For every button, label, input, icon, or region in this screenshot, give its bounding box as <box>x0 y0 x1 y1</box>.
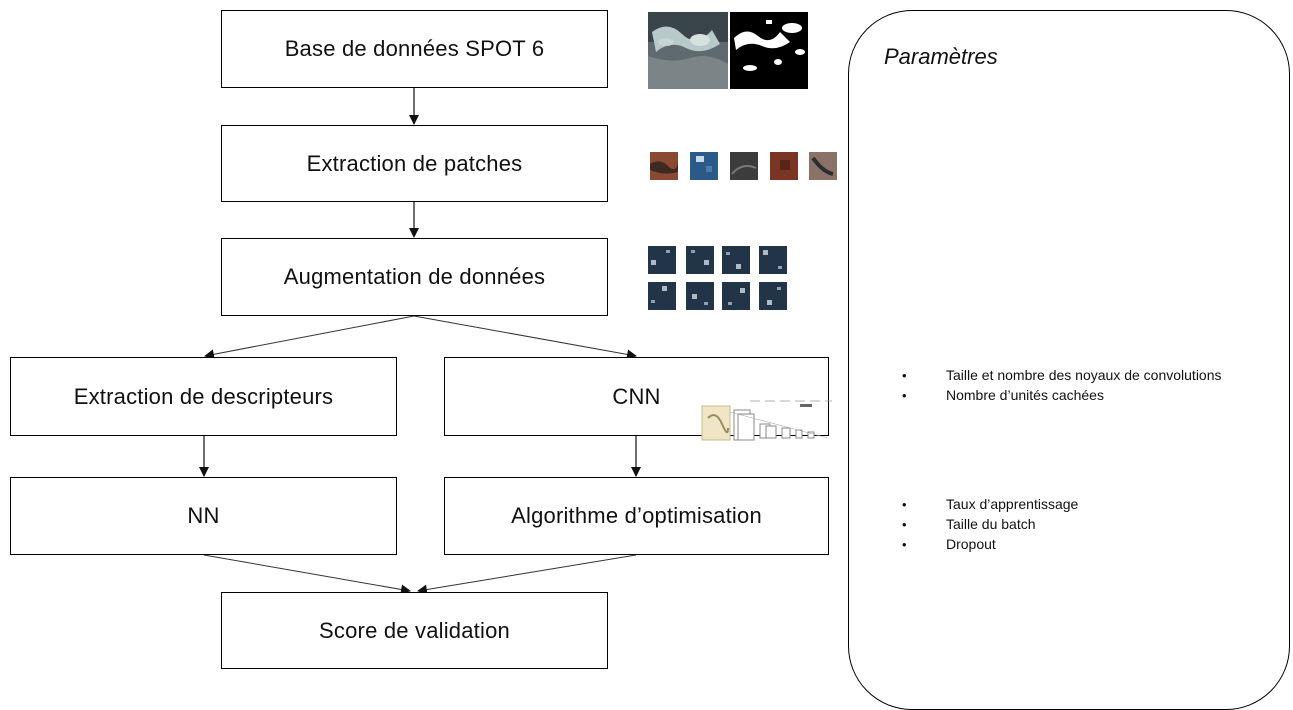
cnn-architecture-image <box>701 400 832 441</box>
box-nn: NN <box>10 477 397 555</box>
box-label: Augmentation de données <box>283 264 546 289</box>
parametre-item: • Taille du batch <box>902 514 1078 534</box>
augmented-patch-thumbnail <box>759 246 787 274</box>
box-extraction-descripteurs: Extraction de descripteurs <box>10 357 397 436</box>
parametres-list-architecture: • Taille et nombre des noyaux de convolut… <box>902 365 1222 405</box>
parametres-list-training: • Taux d’apprentissage • Taille du batch • Dr… <box>902 494 1078 554</box>
parametre-label: Taille du batch <box>946 516 1036 532</box>
box-algorithme-optimisation: Algorithme d’optimisation <box>444 477 829 555</box>
arrow-nn-to-score <box>203 554 411 595</box>
spot6-cloud-mask <box>730 12 808 89</box>
patch-thumbnail <box>690 152 718 180</box>
parametre-item: • Taille et nombre des noyaux de convolut… <box>902 365 1222 385</box>
box-label: Base de données SPOT 6 <box>284 36 545 61</box>
arrow-augmentation-to-cnn <box>413 315 637 360</box>
box-label: Score de validation <box>319 617 510 643</box>
arrow-augmentation-to-descripteurs <box>204 315 415 360</box>
box-base-de-donnees-spot6: Base de données SPOT 6 <box>221 10 608 88</box>
parametre-label: Dropout <box>946 536 996 552</box>
bullet-icon: • <box>902 496 907 512</box>
box-label: CNN <box>612 383 661 409</box>
bullet-icon: • <box>902 367 907 383</box>
box-label: Algorithme d’optimisation <box>511 503 762 528</box>
patch-thumbnail <box>650 152 678 180</box>
augmented-patch-thumbnail <box>686 282 714 310</box>
patch-thumbnail <box>730 152 758 180</box>
augmented-patch-thumbnail <box>648 282 676 310</box>
box-label: Extraction de descripteurs <box>73 383 334 409</box>
parametre-item: • Taux d’apprentissage <box>902 494 1078 514</box>
bullet-icon: • <box>902 387 907 403</box>
arrow-optimisation-to-score <box>417 554 637 595</box>
box-score-validation: Score de validation <box>221 592 608 669</box>
bullet-icon: • <box>902 516 907 532</box>
spot6-satellite-image <box>648 12 728 89</box>
augmented-patch-thumbnail <box>759 282 787 310</box>
parametre-label: Taux d’apprentissage <box>946 496 1079 512</box>
box-label: NN <box>187 503 220 528</box>
augmented-patch-thumbnail <box>648 246 676 274</box>
box-label: Extraction de patches <box>306 150 523 176</box>
box-cnn: CNN <box>444 357 829 436</box>
parametre-label: Nombre d’unités cachées <box>946 387 1104 403</box>
parametre-item: • Nombre d’unités cachées <box>902 385 1222 405</box>
parametre-item: • Dropout <box>902 534 1078 554</box>
augmented-patch-thumbnail <box>722 282 750 310</box>
bullet-icon: • <box>902 536 907 552</box>
augmented-patch-thumbnail <box>722 246 750 274</box>
box-augmentation-donnees: Augmentation de données <box>221 238 608 316</box>
parametres-title: Paramètres <box>884 44 998 69</box>
patch-thumbnail <box>809 152 837 180</box>
parametres-panel <box>848 10 1290 710</box>
box-extraction-patches: Extraction de patches <box>221 125 608 202</box>
parametre-label: Taille et nombre des noyaux de convoluti… <box>946 367 1222 383</box>
augmented-patch-thumbnail <box>686 246 714 274</box>
patch-thumbnail <box>770 152 798 180</box>
